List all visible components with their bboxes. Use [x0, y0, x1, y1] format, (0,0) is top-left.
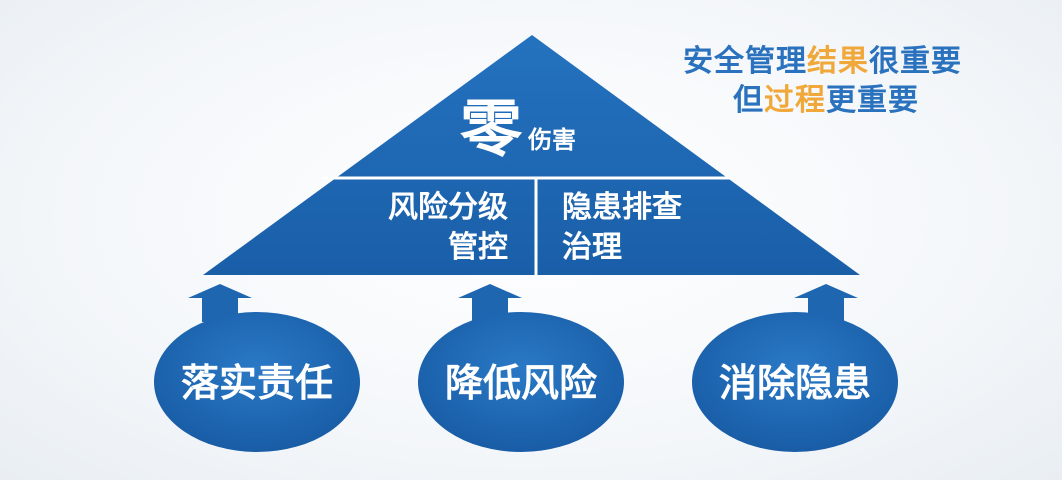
- pyramid-middle-left-line1: 风险分级: [388, 190, 508, 225]
- pillar-label: 落实责任: [181, 361, 333, 405]
- slogan-line-2: 但过程更重要: [733, 82, 919, 120]
- pillar-label: 降低风险: [445, 361, 598, 405]
- slogan-line-2-highlight: 过程: [764, 83, 826, 118]
- slogan-line-1-highlight: 结果: [807, 44, 869, 79]
- pillar-ellipse: [418, 312, 624, 452]
- pillar-ellipse: [692, 312, 898, 452]
- up-arrow-icon: [188, 284, 252, 322]
- pyramid-middle-left-line2: 管控: [448, 230, 508, 265]
- pyramid-top-big-char: 零: [460, 92, 523, 165]
- pillar-label: 消除隐患: [719, 361, 871, 405]
- pyramid-top-small-text: 伤害: [527, 126, 576, 154]
- slogan-line-1-part2: 很重要: [869, 44, 962, 79]
- up-arrow-icon: [458, 284, 522, 322]
- pillar-ellipse: [154, 312, 360, 452]
- up-arrow-icon: [794, 284, 858, 322]
- pyramid-shape: [203, 35, 860, 275]
- slogan-line-2-part1: 但: [733, 83, 764, 118]
- slogan-line-1: 安全管理结果很重要: [683, 43, 962, 81]
- slogan-line-2-part2: 更重要: [826, 83, 919, 118]
- pyramid-middle-right-line2: 治理: [562, 230, 622, 265]
- slogan-line-1-part1: 安全管理: [683, 44, 807, 79]
- pyramid-middle-right-line1: 隐患排查: [562, 190, 682, 225]
